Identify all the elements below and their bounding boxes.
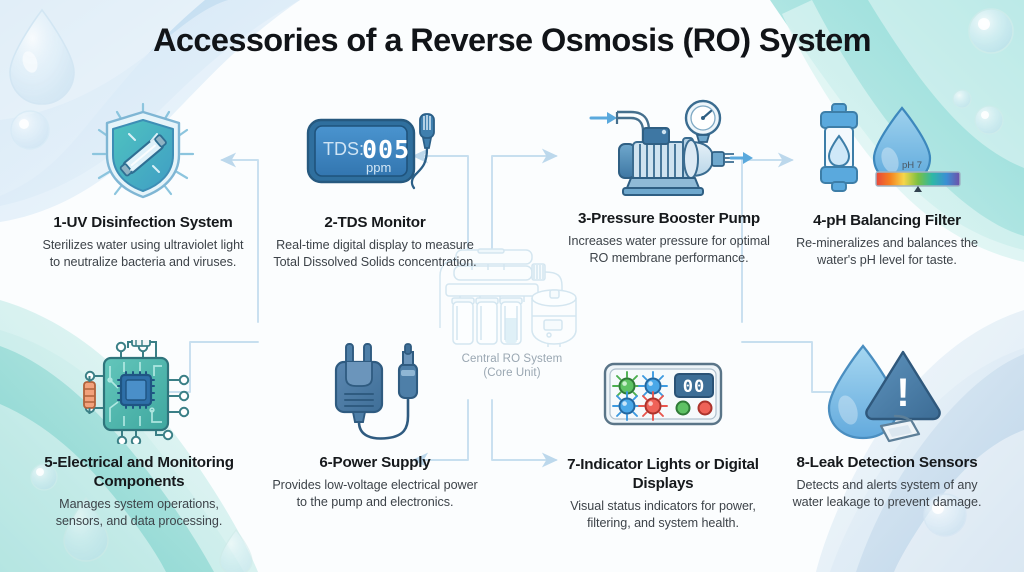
ph-filter-icon: pH 7 bbox=[784, 98, 990, 202]
card-description: Provides low-voltage electrical power to… bbox=[272, 478, 478, 509]
card-description: Detects and alerts system of any water l… bbox=[792, 478, 982, 509]
tds-monitor-icon: TDS: 005 ppm bbox=[272, 100, 478, 204]
card-description: Re-mineralizes and balances the water's … bbox=[796, 236, 978, 267]
led-red-bottom bbox=[638, 391, 668, 421]
card-indicator-lights-displays[interactable]: 00 7-Indicator Lights or Digital Display… bbox=[560, 342, 766, 531]
card-title: 3-Pressure Booster Pump bbox=[578, 210, 760, 227]
ro-system-icon bbox=[439, 248, 577, 347]
svg-text:005: 005 bbox=[362, 135, 410, 164]
central-ro-label-line2: (Core Unit) bbox=[483, 367, 541, 379]
card-description: Visual status indicators for power, filt… bbox=[570, 499, 756, 530]
central-ro-label-line1: Central RO System bbox=[461, 353, 563, 365]
card-description: Sterilizes water using ultraviolet light… bbox=[42, 238, 244, 269]
booster-pump-icon bbox=[566, 96, 772, 200]
card-description: Manages system operations, sensors, and … bbox=[55, 497, 223, 528]
tds-label: TDS: bbox=[323, 139, 364, 159]
card-leak-detection-sensors[interactable]: ! 8-Leak Detection Sensors Detects and a… bbox=[784, 340, 990, 510]
leak-sensor-icon: ! bbox=[784, 340, 990, 444]
card-description: Real-time digital display to measure Tot… bbox=[273, 238, 477, 269]
uv-shield-icon bbox=[40, 100, 246, 204]
card-power-supply[interactable]: 6-Power Supply Provides low-voltage elec… bbox=[272, 340, 478, 510]
svg-text:pH 7: pH 7 bbox=[902, 160, 922, 171]
indicator-panel-icon: 00 bbox=[560, 342, 766, 446]
led-green-plain bbox=[675, 400, 691, 416]
led-blue-bottom bbox=[612, 391, 642, 421]
card-description: Increases water pressure for optimal RO … bbox=[568, 234, 770, 265]
card-title: 4-pH Balancing Filter bbox=[813, 212, 961, 229]
water-drop-decoration bbox=[9, 8, 75, 105]
svg-text:ppm: ppm bbox=[366, 160, 391, 175]
central-ro-label: Central RO System (Core Unit) bbox=[462, 352, 563, 380]
card-title: 7-Indicator Lights or Digital Displays bbox=[567, 456, 759, 492]
power-adapter-icon bbox=[272, 340, 478, 444]
led-red-plain bbox=[697, 400, 713, 416]
svg-text:00: 00 bbox=[683, 377, 705, 397]
card-tds-monitor[interactable]: TDS: 005 ppm 2-TDS Monitor Real-time dig… bbox=[272, 100, 478, 270]
card-uv-disinfection-system[interactable]: 1-UV Disinfection System Sterilizes wate… bbox=[40, 100, 246, 270]
card-title: 2-TDS Monitor bbox=[324, 214, 426, 231]
central-ro-system: Central RO System (Core Unit) bbox=[432, 246, 592, 386]
card-electrical-monitoring-components[interactable]: 5-Electrical and Monitoring Components M… bbox=[36, 340, 242, 529]
card-title: 1-UV Disinfection System bbox=[53, 214, 233, 231]
bubble-decoration bbox=[10, 8, 1014, 537]
card-ph-balancing-filter[interactable]: pH 7 4-pH Balancing Filter Re-mineralize… bbox=[784, 98, 990, 268]
card-title: 8-Leak Detection Sensors bbox=[796, 454, 978, 471]
card-title: 5-Electrical and Monitoring Components bbox=[44, 454, 234, 490]
card-title: 6-Power Supply bbox=[319, 454, 431, 471]
card-pressure-booster-pump[interactable]: 3-Pressure Booster Pump Increases water … bbox=[566, 96, 772, 266]
svg-text:!: ! bbox=[896, 371, 909, 415]
circuit-board-icon bbox=[36, 340, 242, 444]
led-blue-top bbox=[638, 371, 668, 401]
page-title: Accessories of a Reverse Osmosis (RO) Sy… bbox=[153, 22, 871, 58]
